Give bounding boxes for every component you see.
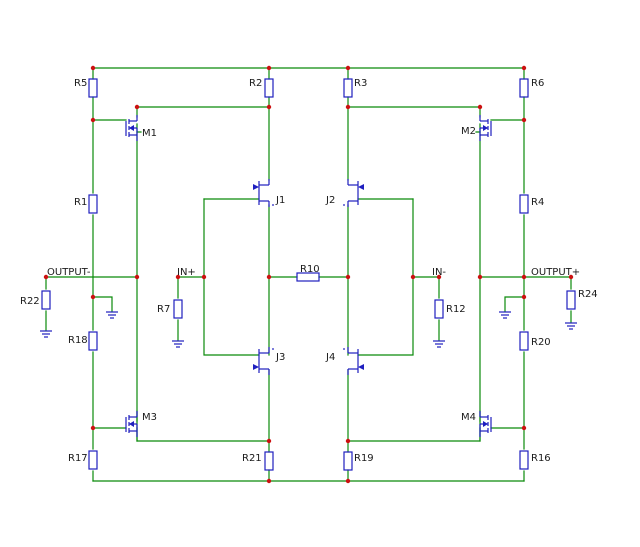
label-output-minus: OUTPUT- (47, 267, 91, 278)
resistor-r2 (264, 78, 274, 98)
junction-node-29 (345, 478, 351, 484)
label-r7: R7 (157, 304, 170, 315)
label-r12: R12 (446, 304, 466, 315)
label-r18: R18 (68, 335, 88, 346)
label-r22: R22 (20, 296, 40, 307)
junction-node-24 (90, 425, 96, 431)
junction-node-21 (521, 274, 527, 280)
junction-node-1 (90, 65, 96, 71)
junction-node-13 (90, 294, 96, 300)
junction-node-18 (410, 274, 416, 280)
junction-node-28 (266, 478, 272, 484)
label-r24: R24 (578, 289, 598, 300)
label-r1: R1 (74, 197, 87, 208)
junction-node-3 (345, 65, 351, 71)
resistor-r24 (566, 290, 576, 310)
label-r5: R5 (74, 78, 87, 89)
label-m3: M3 (142, 412, 157, 423)
ground-icon-6 (565, 322, 577, 330)
resistor-r21 (264, 451, 274, 471)
resistor-r10 (296, 272, 320, 282)
mosfet-m3 (125, 411, 138, 437)
junction-node-19 (436, 274, 442, 280)
resistor-r19 (343, 451, 353, 471)
junction-node-26 (266, 438, 272, 444)
label-r3: R3 (354, 78, 367, 89)
junction-node-8 (477, 104, 483, 110)
label-r17: R17 (68, 453, 88, 464)
junction-node-15 (201, 274, 207, 280)
label-j4: J4 (325, 352, 335, 363)
mosfet-m1 (125, 115, 138, 141)
junction-node-6 (521, 117, 527, 123)
junction-node-5 (90, 117, 96, 123)
ground-icon-2 (106, 311, 118, 319)
wire-23 (136, 123, 142, 133)
resistor-r1 (88, 194, 98, 214)
wire-57 (92, 296, 113, 312)
junction-node-20 (477, 274, 483, 280)
junction-node-22 (568, 274, 574, 280)
label-r6: R6 (531, 78, 544, 89)
label-r21: R21 (242, 453, 262, 464)
wire-42 (357, 198, 414, 356)
label-j3: J3 (275, 352, 285, 363)
label-r20: R20 (531, 337, 551, 348)
resistor-r17 (88, 450, 98, 470)
resistor-r3 (343, 78, 353, 98)
resistor-r7 (173, 299, 183, 319)
label-m4: M4 (461, 412, 476, 423)
label-in-plus: IN+ (177, 267, 196, 278)
label-m2: M2 (461, 126, 476, 137)
wire-32 (347, 427, 481, 442)
junction-node-12 (134, 274, 140, 280)
ground-icon-4 (433, 340, 445, 348)
ground-icon-3 (172, 340, 184, 348)
junction-node-14 (175, 274, 181, 280)
junction-node-11 (43, 274, 49, 280)
label-r16: R16 (531, 453, 551, 464)
wire-58 (504, 296, 525, 312)
wire-26 (136, 427, 270, 442)
junction-node-4 (521, 65, 527, 71)
resistor-r20 (519, 331, 529, 351)
jfet-j4 (343, 347, 364, 375)
mosfet-m2 (479, 115, 492, 141)
resistor-r4 (519, 194, 529, 214)
jfet-j2 (343, 179, 364, 207)
resistor-r16 (519, 450, 529, 470)
junction-node-27 (345, 438, 351, 444)
mosfet-m4 (479, 411, 492, 437)
label-j2: J2 (325, 195, 335, 206)
ground-icon-5 (499, 311, 511, 319)
label-output-plus: OUTPUT+ (531, 267, 580, 278)
label-r4: R4 (531, 197, 544, 208)
label-in-minus: IN- (432, 267, 446, 278)
junction-node-23 (521, 294, 527, 300)
junction-node-17 (345, 274, 351, 280)
resistor-r12 (434, 299, 444, 319)
label-m1: M1 (142, 128, 157, 139)
label-r2: R2 (249, 78, 262, 89)
junction-node-25 (521, 425, 527, 431)
ground-icon-1 (40, 330, 52, 338)
label-r19: R19 (354, 453, 374, 464)
junction-node-16 (266, 274, 272, 280)
resistor-r6 (519, 78, 529, 98)
jfet-j1 (253, 179, 274, 207)
junction-node-7 (134, 104, 140, 110)
resistor-r22 (41, 290, 51, 310)
resistor-r5 (88, 78, 98, 98)
label-r10: R10 (300, 264, 320, 275)
wire-40 (203, 198, 260, 356)
junction-node-2 (266, 65, 272, 71)
jfet-j3 (253, 347, 274, 375)
junction-node-10 (345, 104, 351, 110)
label-j1: J1 (275, 195, 285, 206)
resistor-r18 (88, 331, 98, 351)
junction-node-9 (266, 104, 272, 110)
